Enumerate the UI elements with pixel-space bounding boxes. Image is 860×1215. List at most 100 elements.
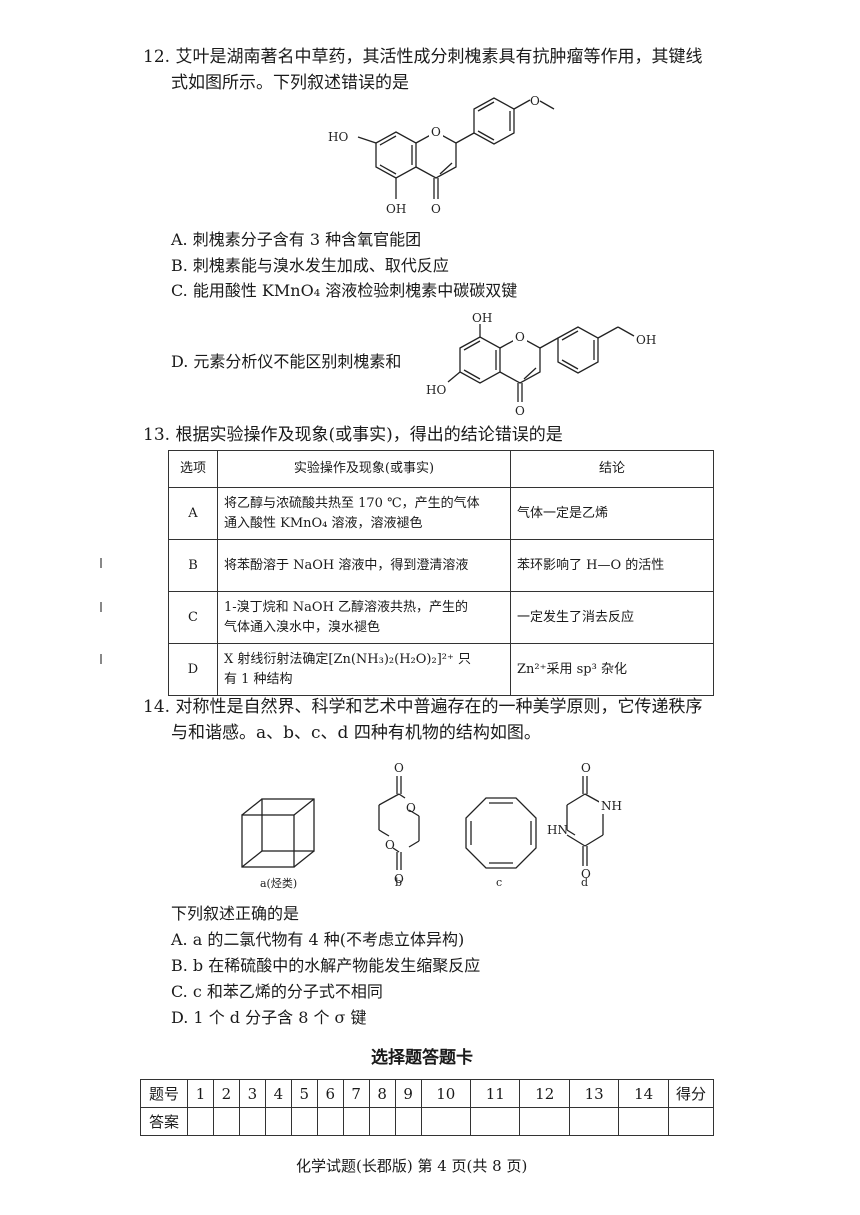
row-operation-line1: 1-溴丁烷和 NaOH 乙醇溶液共热，产生的 — [224, 599, 469, 615]
row-operation-line2: 通入酸性 KMnO₄ 溶液，溶液褪色 — [224, 515, 423, 531]
score-label: 得分 — [668, 1079, 714, 1108]
answer-cell[interactable] — [368, 1107, 396, 1136]
compound-d-oh-right: OH — [636, 333, 656, 347]
margin-mark — [100, 602, 102, 612]
question-number: 1 — [187, 1079, 214, 1108]
glycolide-o-ring-right: O — [406, 801, 416, 815]
q14-option-a: A. a 的二氯代物有 4 种(不考虑立体异构) — [171, 930, 465, 949]
row-option: C — [168, 591, 218, 644]
dkp-o-bottom: O — [581, 867, 591, 881]
question-number: 14 — [618, 1079, 669, 1108]
q12-stem-line1: 12. 艾叶是湖南著名中草药，其活性成分刺槐素具有抗肿瘤等作用，其键线 — [143, 47, 703, 67]
q12-option-d: D. 元素分析仪不能区别刺槐素和 — [171, 352, 402, 371]
compound-d-carbonyl-o: O — [515, 404, 525, 418]
answer-cell[interactable] — [394, 1107, 422, 1136]
table-row: B 将苯酚溶于 NaOH 溶液中，得到澄清溶液 苯环影响了 H—O 的活性 — [168, 539, 714, 592]
caption-c: c — [496, 876, 502, 889]
question-number: 12 — [519, 1079, 570, 1108]
row-option: B — [168, 539, 218, 592]
page-footer: 化学试题(长郡版) 第 4 页(共 8 页) — [296, 1157, 528, 1175]
margin-mark — [100, 654, 102, 664]
acacetin-structure: O HO OH O O — [318, 95, 558, 230]
row-operation-line1: X 射线衍射法确定[Zn(NH₃)₂(H₂O)₂]²⁺ 只 — [224, 651, 471, 667]
answer-cell[interactable] — [568, 1107, 620, 1136]
row-operation-line1: 将乙醇与浓硫酸共热至 170 ℃，产生的气体 — [224, 495, 480, 511]
row-conclusion: 一定发生了消去反应 — [510, 591, 714, 644]
compound-d-structure: O OH HO O OH — [420, 310, 670, 425]
table-header-operation: 实验操作及现象(或事实) — [217, 450, 511, 488]
row-operation: 将苯酚溶于 NaOH 溶液中，得到澄清溶液 — [217, 539, 511, 592]
answer-card-number-row: 题号 1 2 3 4 5 6 7 8 9 10 11 12 13 14 得分 — [140, 1079, 714, 1108]
question-number: 3 — [238, 1079, 266, 1108]
q14-stem-line2: 与和谐感。a、b、c、d 四种有机物的结构如图。 — [171, 723, 541, 743]
glycolide-structure: O O O O b — [355, 750, 435, 890]
caption-a: a(烃类) — [260, 876, 297, 890]
q12-option-b: B. 刺槐素能与溴水发生加成、取代反应 — [171, 256, 449, 275]
number-row-label: 题号 — [140, 1079, 188, 1108]
row-operation-line2: 有 1 种结构 — [224, 671, 293, 687]
question-number: 5 — [290, 1079, 318, 1108]
acacetin-ho-label: HO — [328, 130, 348, 144]
row-conclusion: 气体一定是乙烯 — [510, 487, 714, 540]
caption-b: b — [395, 876, 402, 889]
row-conclusion: 苯环影响了 H—O 的活性 — [510, 539, 714, 592]
score-cell[interactable] — [668, 1107, 714, 1136]
answer-cell[interactable] — [316, 1107, 344, 1136]
answer-cell[interactable] — [618, 1107, 669, 1136]
q14-lead: 下列叙述正确的是 — [171, 904, 300, 923]
answer-card-answer-row: 答案 — [140, 1107, 714, 1136]
margin-mark — [100, 558, 102, 568]
q13-table: 选项 实验操作及现象(或事实) 结论 A 将乙醇与浓硫酸共热至 170 ℃，产生… — [168, 450, 714, 696]
q14-option-b: B. b 在稀硫酸中的水解产物能发生缩聚反应 — [171, 956, 481, 975]
dkp-hn: HN — [547, 823, 568, 837]
row-option: D — [168, 643, 218, 696]
question-number: 6 — [316, 1079, 344, 1108]
q12-option-a: A. 刺槐素分子含有 3 种含氧官能团 — [171, 230, 422, 249]
answer-cell[interactable] — [290, 1107, 318, 1136]
table-row: A 将乙醇与浓硫酸共热至 170 ℃，产生的气体 通入酸性 KMnO₄ 溶液，溶… — [168, 487, 714, 540]
row-option: A — [168, 487, 218, 540]
acacetin-methoxy-o: O — [530, 95, 540, 108]
row-operation-line2: 气体通入溴水中，溴水褪色 — [224, 619, 381, 635]
row-operation: 1-溴丁烷和 NaOH 乙醇溶液共热，产生的 气体通入溴水中，溴水褪色 — [217, 591, 511, 644]
answer-cell[interactable] — [470, 1107, 521, 1136]
cubane-structure: a(烃类) — [234, 795, 324, 890]
question-number: 2 — [212, 1079, 240, 1108]
glycolide-o-top: O — [394, 761, 404, 775]
answer-cell[interactable] — [264, 1107, 292, 1136]
answer-cell[interactable] — [342, 1107, 370, 1136]
question-number: 11 — [470, 1079, 521, 1108]
compound-d-ho: HO — [426, 383, 446, 397]
acacetin-carbonyl-o: O — [431, 202, 441, 216]
table-row: C 1-溴丁烷和 NaOH 乙醇溶液共热，产生的 气体通入溴水中，溴水褪色 一定… — [168, 591, 714, 644]
question-number: 13 — [568, 1079, 620, 1108]
compound-d-oh-top: OH — [472, 311, 492, 325]
answer-card-table: 题号 1 2 3 4 5 6 7 8 9 10 11 12 13 14 得分 答… — [140, 1079, 714, 1136]
answer-card-title: 选择题答题卡 — [371, 1048, 473, 1068]
compound-d-ring-o: O — [515, 330, 525, 344]
dkp-nh: NH — [601, 799, 622, 813]
answer-cell[interactable] — [238, 1107, 266, 1136]
q14-option-c: C. c 和苯乙烯的分子式不相同 — [171, 982, 383, 1001]
q12-stem-line2: 式如图所示。下列叙述错误的是 — [171, 73, 409, 93]
acacetin-oh-label: OH — [386, 202, 406, 216]
row-operation: X 射线衍射法确定[Zn(NH₃)₂(H₂O)₂]²⁺ 只 有 1 种结构 — [217, 643, 511, 696]
answer-cell[interactable] — [519, 1107, 570, 1136]
answer-cell[interactable] — [187, 1107, 214, 1136]
question-number: 9 — [394, 1079, 422, 1108]
question-number: 10 — [420, 1079, 472, 1108]
glycolide-o-bottom: O — [394, 872, 404, 886]
diketopiperazine-structure: O NH HN O d — [545, 750, 645, 890]
table-header-option: 选项 — [168, 450, 218, 488]
question-number: 4 — [264, 1079, 292, 1108]
cyclooctatetraene-structure: c — [456, 790, 546, 890]
acacetin-ring-o: O — [431, 125, 441, 139]
table-row: D X 射线衍射法确定[Zn(NH₃)₂(H₂O)₂]²⁺ 只 有 1 种结构 … — [168, 643, 714, 696]
dkp-o-top: O — [581, 761, 591, 775]
row-operation-line1: 将苯酚溶于 NaOH 溶液中，得到澄清溶液 — [224, 557, 469, 573]
table-header-conclusion: 结论 — [510, 450, 714, 488]
answer-cell[interactable] — [420, 1107, 472, 1136]
q14-stem-line1: 14. 对称性是自然界、科学和艺术中普遍存在的一种美学原则，它传递秩序 — [143, 697, 703, 717]
answer-cell[interactable] — [212, 1107, 240, 1136]
q12-option-c: C. 能用酸性 KMnO₄ 溶液检验刺槐素中碳碳双键 — [171, 281, 518, 300]
